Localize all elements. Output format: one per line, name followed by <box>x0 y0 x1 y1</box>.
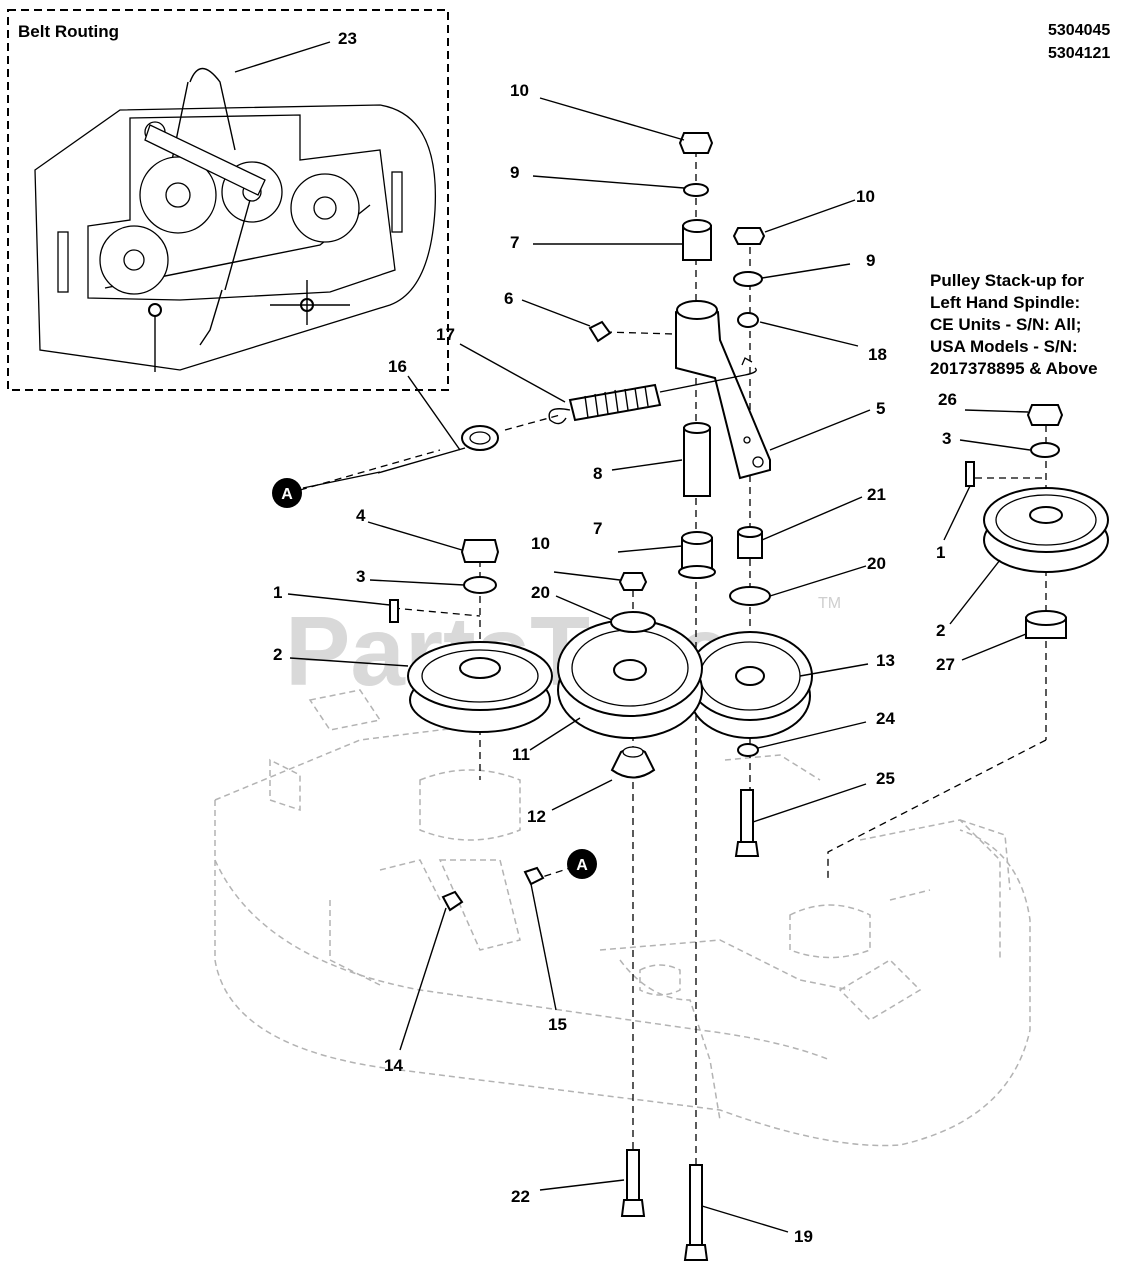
washer-3-left <box>463 576 497 594</box>
callout-3: 3 <box>942 429 951 448</box>
callout-8: 8 <box>593 464 602 483</box>
callout-10: 10 <box>510 81 529 100</box>
idler-pulley-13 <box>687 631 813 739</box>
callout-24: 24 <box>876 709 895 728</box>
note-line-2: Left Hand Spindle: <box>930 293 1080 312</box>
callout-10: 10 <box>856 187 875 206</box>
callout-13: 13 <box>876 651 895 670</box>
inset-title: Belt Routing <box>18 22 119 41</box>
callout-numbers: 10 9 7 6 17 16 10 9 18 5 8 21 4 3 1 2 10… <box>273 81 957 1246</box>
callout-4: 4 <box>356 506 366 525</box>
callout-17: 17 <box>436 325 455 344</box>
nut-10-top <box>678 132 714 154</box>
nut-10-mid <box>618 572 648 591</box>
callout-12: 12 <box>527 807 546 826</box>
callout-15: 15 <box>548 1015 567 1034</box>
callout-26: 26 <box>938 390 957 409</box>
note-line-3: CE Units - S/N: All; <box>930 315 1081 334</box>
note-line-1: Pulley Stack-up for <box>930 271 1084 290</box>
callout-leaders <box>287 97 1031 1233</box>
key-1-right <box>965 461 975 487</box>
spacer-27 <box>1025 610 1067 639</box>
callout-2: 2 <box>936 621 945 640</box>
callout-10: 10 <box>531 534 550 553</box>
washer-24 <box>737 743 759 757</box>
callout-20: 20 <box>867 554 886 573</box>
reference-marker-a-left: A <box>272 478 302 508</box>
spacer-21 <box>737 526 763 559</box>
part-number-2: 5304121 <box>1048 45 1110 62</box>
nut-26 <box>1026 404 1064 426</box>
callout-18: 18 <box>868 345 887 364</box>
bolt-22 <box>620 1149 646 1217</box>
reference-marker-a-right: A <box>567 849 597 879</box>
callout-20: 20 <box>531 583 550 602</box>
bolt-25 <box>734 789 760 857</box>
nut-14 <box>441 890 464 912</box>
bushing-7-low <box>678 531 716 579</box>
callout-25: 25 <box>876 769 895 788</box>
eye-bolt-16 <box>377 425 499 474</box>
washer-3-right <box>1030 442 1060 458</box>
key-1-left <box>389 599 399 623</box>
callout-9: 9 <box>510 163 519 182</box>
callout-16: 16 <box>388 357 407 376</box>
watermark-tm: TM <box>818 595 841 612</box>
washer-20-left <box>610 611 656 633</box>
callout-2: 2 <box>273 645 282 664</box>
callout-11: 11 <box>512 745 530 764</box>
callout-21: 21 <box>867 485 886 504</box>
nut-15 <box>523 866 545 886</box>
part-number-1: 5304045 <box>1048 22 1110 39</box>
bushing-12 <box>610 746 656 779</box>
nut-4-left <box>460 539 500 563</box>
callout-22: 22 <box>511 1187 530 1206</box>
callout-5: 5 <box>876 399 885 418</box>
note-line-5: 2017378895 & Above <box>930 359 1098 378</box>
bolt-19 <box>683 1164 709 1261</box>
idler-arm-5 <box>675 300 771 480</box>
pulley-2-right <box>983 487 1109 573</box>
svg-text:A: A <box>576 857 588 874</box>
callout-9: 9 <box>866 251 875 270</box>
note-line-4: USA Models - S/N: <box>930 337 1078 356</box>
callout-7: 7 <box>510 233 519 252</box>
callout-6: 6 <box>504 289 513 308</box>
callout-14: 14 <box>384 1056 403 1075</box>
nut-10-right <box>732 227 766 245</box>
pulley-2-left <box>407 641 553 733</box>
bushing-7-top <box>682 219 712 261</box>
washer-20-right <box>729 586 771 606</box>
spacer-18 <box>737 312 759 328</box>
grease-fitting-6 <box>588 320 612 343</box>
washer-9-right <box>733 271 763 287</box>
shaft-8 <box>683 422 711 497</box>
belt-routing-inset: Belt Routing <box>7 9 449 391</box>
callout-3: 3 <box>356 567 365 586</box>
callout-27: 27 <box>936 655 955 674</box>
svg-text:A: A <box>281 486 293 503</box>
callout-23: 23 <box>338 29 357 48</box>
callout-1: 1 <box>273 583 282 602</box>
callout-1: 1 <box>936 543 945 562</box>
idler-pulley-11 <box>557 619 703 739</box>
washer-9-top <box>683 183 709 197</box>
callout-7: 7 <box>593 519 602 538</box>
callout-19: 19 <box>794 1227 813 1246</box>
spring-17 <box>548 367 757 425</box>
